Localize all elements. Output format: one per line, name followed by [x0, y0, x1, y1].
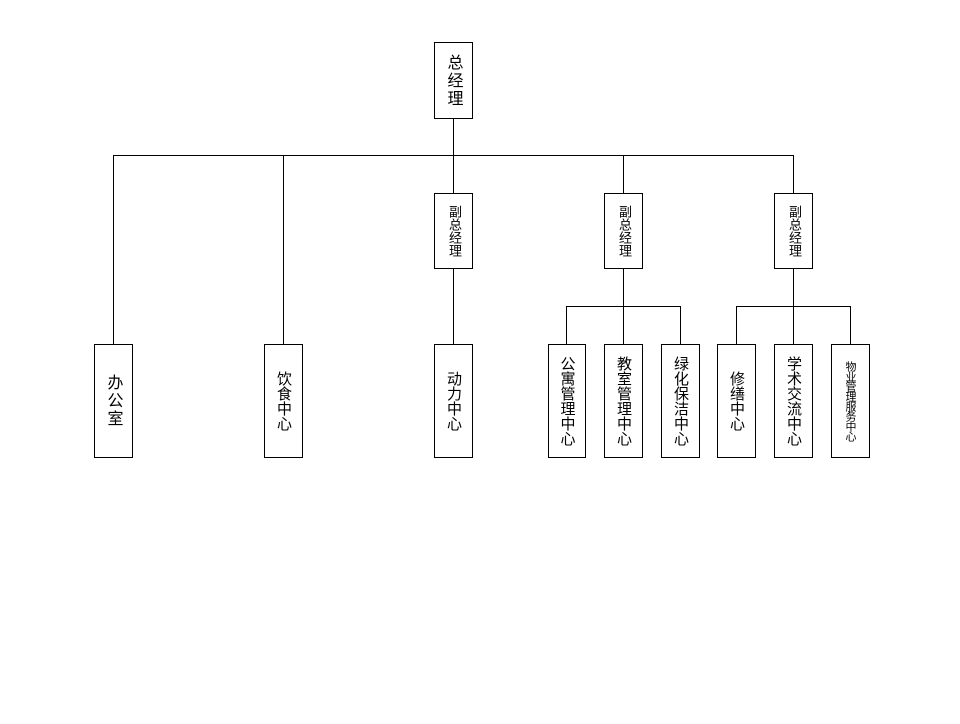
node-label: 修缮中心: [728, 371, 746, 431]
node-department: 教室管理中心: [604, 344, 643, 458]
node-label: 副总经理: [446, 205, 461, 257]
node-deputy-manager: 副总经理: [774, 193, 813, 269]
node-label: 副总经理: [786, 205, 801, 257]
node-department: 办公室: [94, 344, 133, 458]
node-deputy-manager: 副总经理: [604, 193, 643, 269]
node-label: 动力中心: [445, 371, 463, 431]
node-label: 总经理: [444, 53, 464, 108]
node-department: 修缮中心: [717, 344, 756, 458]
node-label: 物业管理服务中心: [844, 361, 857, 441]
node-deputy-manager: 副总经理: [434, 193, 473, 269]
node-department: 公寓管理中心: [548, 344, 586, 458]
node-label: 副总经理: [616, 205, 631, 257]
node-general-manager: 总经理: [434, 42, 473, 119]
node-label: 学术交流中心: [785, 356, 803, 446]
node-label: 教室管理中心: [615, 356, 633, 446]
node-department: 绿化保洁中心: [661, 344, 700, 458]
node-label: 办公室: [104, 374, 124, 428]
node-department: 物业管理服务中心: [831, 344, 870, 458]
node-label: 绿化保洁中心: [672, 356, 690, 446]
node-department: 动力中心: [434, 344, 473, 458]
node-label: 饮食中心: [275, 371, 293, 431]
node-department: 学术交流中心: [774, 344, 813, 458]
node-department: 饮食中心: [264, 344, 303, 458]
node-label: 公寓管理中心: [558, 356, 577, 446]
